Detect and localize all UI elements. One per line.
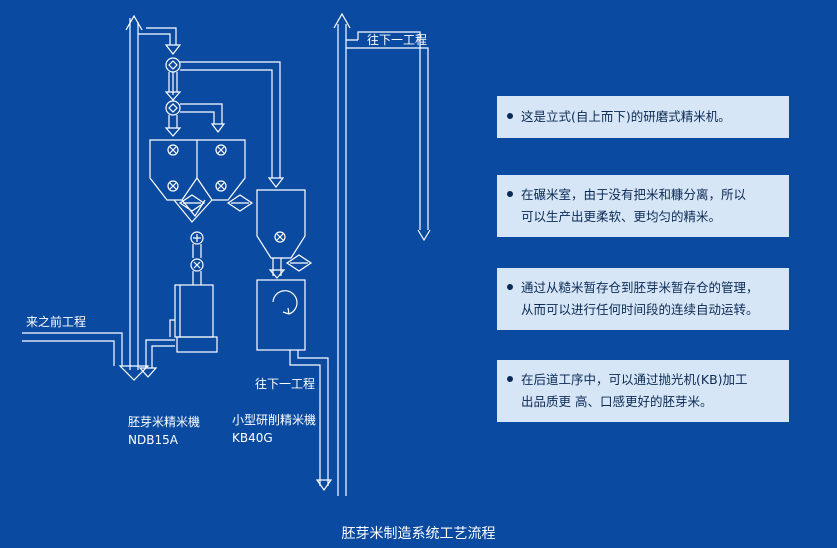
bullet-icon: [507, 113, 513, 119]
note-card-4: 在后道工序中，可以通过抛光机(KB)加工 出品质更 高、口感更好的胚芽米。: [497, 360, 789, 422]
note-text: 在后道工序中，可以通过抛光机(KB)加工 出品质更 高、口感更好的胚芽米。: [521, 372, 748, 409]
valve-2: [165, 100, 181, 116]
single-hopper: [256, 189, 306, 259]
valve-1: [165, 57, 181, 73]
label-machine1-name: 胚芽米精米機: [128, 415, 201, 429]
label-machine2-model: KB40G: [232, 431, 273, 445]
twin-hopper: [149, 139, 246, 201]
label-to-next-top: 往下一工程: [367, 33, 428, 47]
note-text: 在碾米室，由于没有把米和糠分离，所以 可以生产出更柔软、更均匀的精米。: [521, 187, 747, 224]
note-card-3: 通过从糙米暂存仓到胚芽米暂存仓的管理， 从而可以进行任何时间段的连续自动运转。: [497, 268, 789, 330]
feed-pipe: [138, 27, 177, 45]
note-card-2: 在碾米室，由于没有把米和糠分离，所以 可以生产出更柔软、更均匀的精米。: [497, 175, 789, 237]
note-text: 通过从糙米暂存仓到胚芽米暂存仓的管理， 从而可以进行任何时间段的连续自动运转。: [521, 280, 759, 317]
label-machine2-name: 小型研削精米機: [232, 413, 317, 427]
inlet-pipe: [22, 332, 123, 366]
label-from-previous: 来之前工程: [26, 315, 87, 329]
right-elevator: [337, 24, 347, 496]
label-machine1-model: NDB15A: [128, 433, 178, 447]
note-card-1: 这是立式(自上而下)的研磨式精米机。: [497, 96, 789, 138]
note-text: 这是立式(自上而下)的研磨式精米机。: [521, 109, 731, 124]
machine-ndb15a: [174, 284, 214, 338]
machine-kb40g: [256, 279, 306, 351]
diagram-caption: 胚芽米制造系统工艺流程: [341, 526, 496, 542]
main-elevator-top-arrow: [125, 14, 143, 31]
bullet-icon: [507, 376, 513, 382]
bullet-icon: [507, 284, 513, 290]
main-elevator: [129, 18, 139, 370]
label-to-next-bottom: 往下一工程: [255, 377, 316, 391]
bullet-icon: [507, 191, 513, 197]
